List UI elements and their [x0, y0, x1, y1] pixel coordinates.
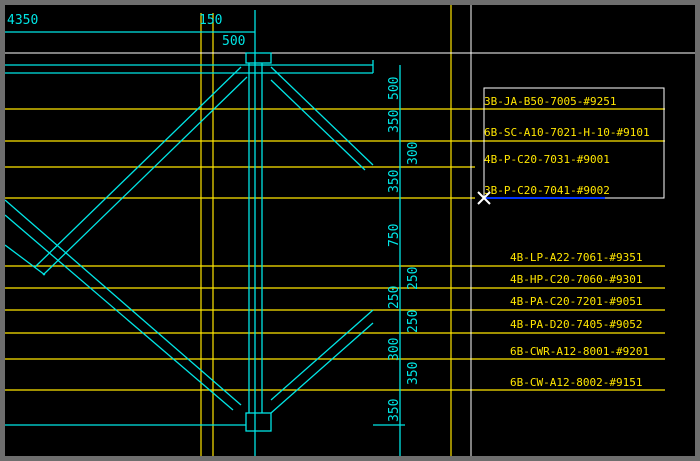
- dim-4350: 4350: [7, 13, 38, 28]
- dim-v: 250: [406, 267, 421, 290]
- dim-v: 500: [387, 77, 402, 100]
- crosshair-cursor-icon: [477, 191, 491, 205]
- dim-v: 250: [387, 286, 402, 309]
- dim-v: 350: [387, 399, 402, 422]
- pipe-label[interactable]: 4B-HP-C20-7060-#9301: [510, 273, 642, 286]
- dim-v: 350: [387, 110, 402, 133]
- pipe-label[interactable]: 3B-JA-B50-7005-#9251: [484, 95, 616, 108]
- pipe-labels: 4B-LP-A22-7061-#9351 4B-HP-C20-7060-#930…: [510, 251, 649, 389]
- pipe-label[interactable]: 6B-CW-A12-8002-#9151: [510, 376, 642, 389]
- dim-v: 350: [406, 362, 421, 385]
- dim-500: 500: [222, 34, 245, 49]
- boxed-labels: 3B-JA-B50-7005-#9251 6B-SC-A10-7021-H-10…: [484, 95, 650, 197]
- dim-v: 300: [406, 142, 421, 165]
- dim-v: 300: [387, 338, 402, 361]
- dim-150: 150: [199, 13, 222, 28]
- pipe-label[interactable]: 6B-CWR-A12-8001-#9201: [510, 345, 649, 358]
- pipe-label[interactable]: 6B-SC-A10-7021-H-10-#9101: [484, 126, 650, 139]
- cad-drawing-canvas[interactable]: 4350 150 500 500 350 350 750 250 300 350…: [5, 5, 695, 456]
- pipe-label[interactable]: 4B-P-C20-7031-#9001: [484, 153, 610, 166]
- pipe-label[interactable]: 4B-PA-D20-7405-#9052: [510, 318, 642, 331]
- dim-v: 750: [387, 224, 402, 247]
- vertical-dimensions-left: 500 350 350 750 250 300 350 300 250 250 …: [387, 77, 421, 422]
- pipe-label[interactable]: 4B-LP-A22-7061-#9351: [510, 251, 642, 264]
- dim-v: 350: [387, 170, 402, 193]
- pipe-label[interactable]: 3B-P-C20-7041-#9002: [484, 184, 610, 197]
- dim-v: 250: [406, 310, 421, 333]
- pipe-label[interactable]: 4B-PA-C20-7201-#9051: [510, 295, 642, 308]
- steel-structure: [5, 10, 405, 456]
- white-reference-lines: [5, 5, 695, 456]
- yellow-gridlines: [5, 5, 665, 456]
